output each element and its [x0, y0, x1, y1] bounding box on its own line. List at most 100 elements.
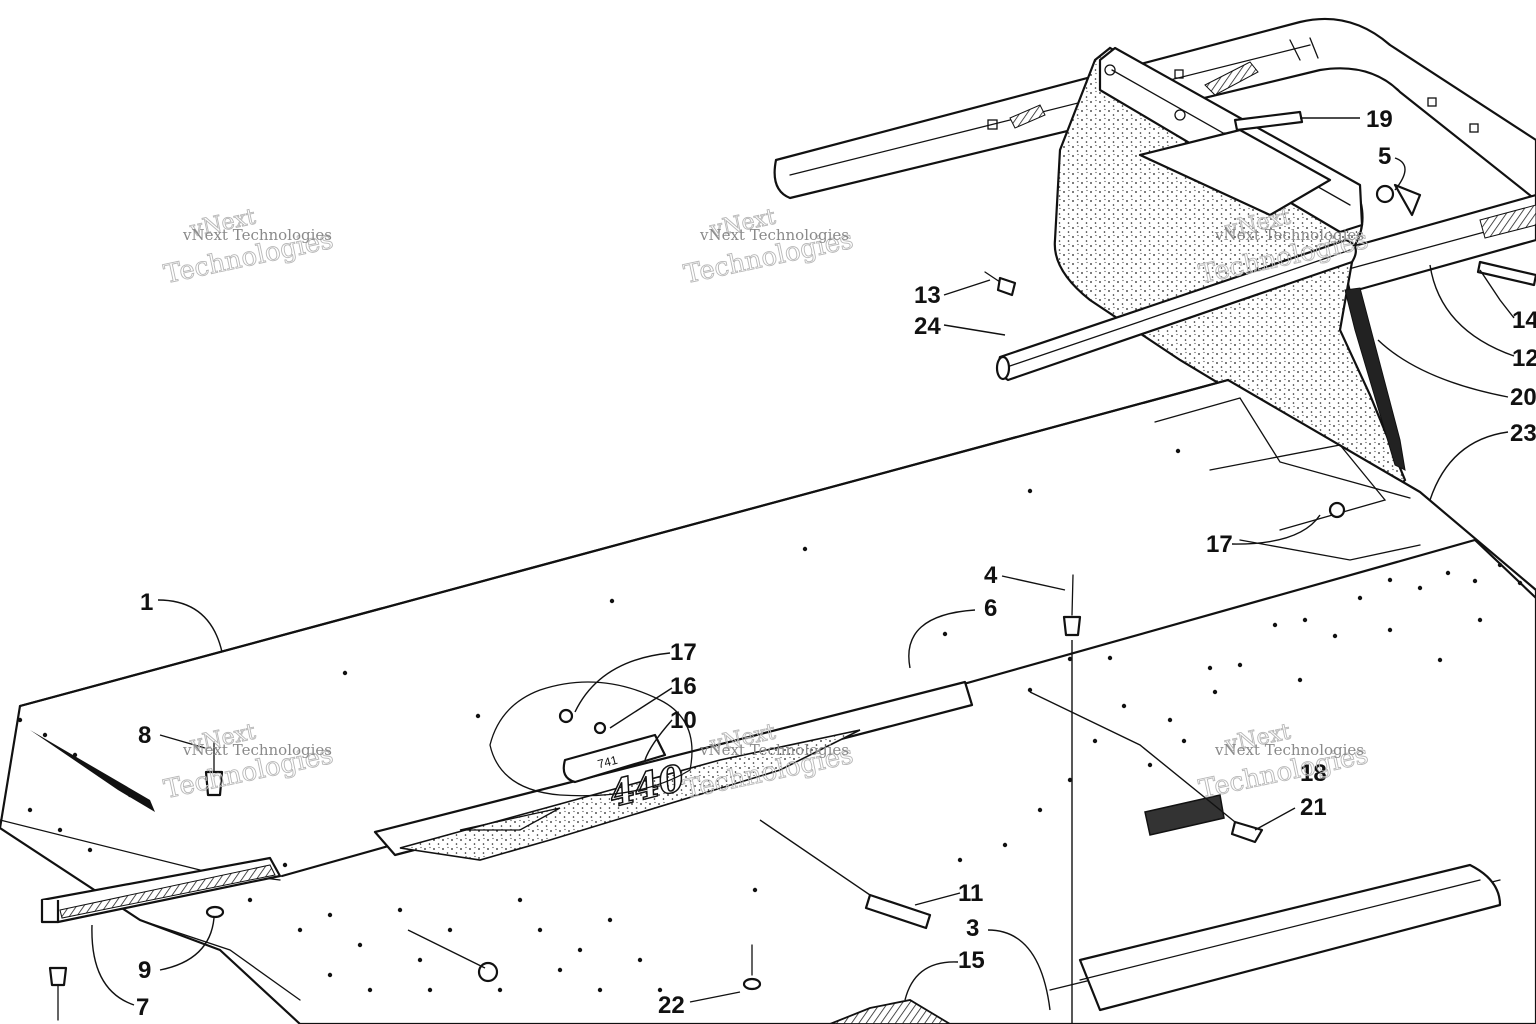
callout-20: 20: [1510, 384, 1536, 411]
rivet-hole: [1002, 842, 1008, 848]
snow-flap: [1053, 46, 1407, 492]
rivet-hole: [282, 862, 288, 868]
callout-14: 14: [1512, 307, 1536, 334]
rivet-hole: [1027, 488, 1033, 494]
rivet-hole: [557, 967, 563, 973]
rivet-hole: [537, 927, 543, 933]
callout-4: 4: [984, 562, 998, 589]
rivet-hole: [327, 912, 333, 918]
rivet-hole: [342, 670, 348, 676]
callout-11: 11: [958, 880, 983, 907]
callout-10: 10: [670, 707, 697, 734]
callout-5: 5: [1378, 143, 1391, 170]
callout-22: 22: [658, 992, 685, 1019]
rivet-hole: [97, 772, 103, 778]
watermark-6-caption: vNext Technologies: [1214, 741, 1364, 759]
svg-text:741: 741: [596, 753, 619, 772]
callout-3: 3: [966, 915, 979, 942]
rivet-hole: [17, 717, 23, 723]
cross-rail: [1338, 193, 1536, 294]
watermark-5-caption: vNext Technologies: [699, 741, 849, 759]
rivet-hole: [357, 942, 363, 948]
rivet-hole: [297, 927, 303, 933]
watermark-3-caption: vNext Technologies: [1214, 226, 1364, 244]
watermark-2-caption: vNext Technologies: [699, 226, 849, 244]
watermark-1-caption: vNext Technologies: [182, 226, 332, 244]
rivet-hole: [397, 907, 403, 913]
rivet-hole: [1477, 617, 1483, 623]
rivet-hole: [1167, 717, 1173, 723]
rivet-hole: [497, 987, 503, 993]
rivet-hole: [72, 752, 78, 758]
callout-17b: 17: [1206, 531, 1233, 558]
bumper-bracket: [40, 856, 282, 924]
rivet-hole: [367, 987, 373, 993]
callout-13: 13: [914, 282, 941, 309]
watermark-4-caption: vNext Technologies: [182, 741, 332, 759]
rivet-hole: [1067, 777, 1073, 783]
rivet-hole: [802, 546, 808, 552]
callout-24: 24: [914, 313, 941, 340]
rivet-hole: [577, 947, 583, 953]
rivet-hole: [27, 807, 33, 813]
rivet-hole: [1497, 562, 1503, 568]
callout-19: 19: [1366, 106, 1393, 133]
rivet-hole: [597, 987, 603, 993]
rivet-hole: [1067, 656, 1073, 662]
rivet-hole: [609, 598, 615, 604]
rivet-hole: [1332, 633, 1338, 639]
callout-21: 21: [1300, 794, 1327, 821]
rivet-hole: [517, 897, 523, 903]
rivet-hole: [42, 732, 48, 738]
tunnel-holes: [17, 448, 1523, 993]
rivet-hole: [57, 827, 63, 833]
rivet-hole: [1387, 577, 1393, 583]
rivet-hole: [1302, 617, 1308, 623]
rivet-hole: [942, 631, 948, 637]
rivet-hole: [1445, 570, 1451, 576]
rivet-hole: [427, 987, 433, 993]
rivet-hole: [1472, 578, 1478, 584]
callout-1: 1: [140, 589, 153, 616]
rivet-hole: [475, 713, 481, 719]
hinge-rod: [995, 238, 1357, 382]
rivet-hole: [1027, 687, 1033, 693]
rivet-hole: [1147, 762, 1153, 768]
rivet-hole: [447, 927, 453, 933]
callout-12: 12: [1512, 345, 1536, 372]
callout-8: 8: [138, 722, 151, 749]
rivet-hole: [87, 847, 93, 853]
rivet-hole: [127, 792, 133, 798]
bumper-block: 741: [489, 681, 693, 797]
rivet-hole: [1417, 585, 1423, 591]
rivet-hole: [1092, 738, 1098, 744]
rivet-hole: [607, 917, 613, 923]
rivet-hole: [417, 957, 423, 963]
rivet-hole: [1181, 738, 1187, 744]
rivet-hole: [957, 857, 963, 863]
rivet-hole: [637, 957, 643, 963]
callout-6: 6: [984, 595, 997, 622]
rivet-hole: [1107, 655, 1113, 661]
callout-23: 23: [1510, 420, 1536, 447]
rivet-hole: [327, 972, 333, 978]
callout-18: 18: [1300, 760, 1327, 787]
reflector: [1144, 794, 1225, 836]
callout-7: 7: [136, 994, 149, 1021]
callout-15: 15: [958, 947, 985, 974]
callout-16: 16: [670, 673, 697, 700]
rivet-hole: [1175, 448, 1181, 454]
running-board-rail: [1078, 863, 1502, 1012]
rivet-hole: [1437, 657, 1443, 663]
rivet-hole: [247, 897, 253, 903]
rivet-hole: [1272, 622, 1278, 628]
rivet-hole: [1037, 807, 1043, 813]
callouts: 1 3 4 5 6 7 8 9 10 11 12 13 14 15 16 17 …: [136, 106, 1536, 1021]
rivet-hole: [1237, 662, 1243, 668]
rivet-hole: [1517, 580, 1523, 586]
rivet-hole: [1121, 703, 1127, 709]
leader-lines: [91, 117, 1515, 1024]
rivet-hole: [657, 987, 663, 993]
callout-17a: 17: [670, 639, 697, 666]
